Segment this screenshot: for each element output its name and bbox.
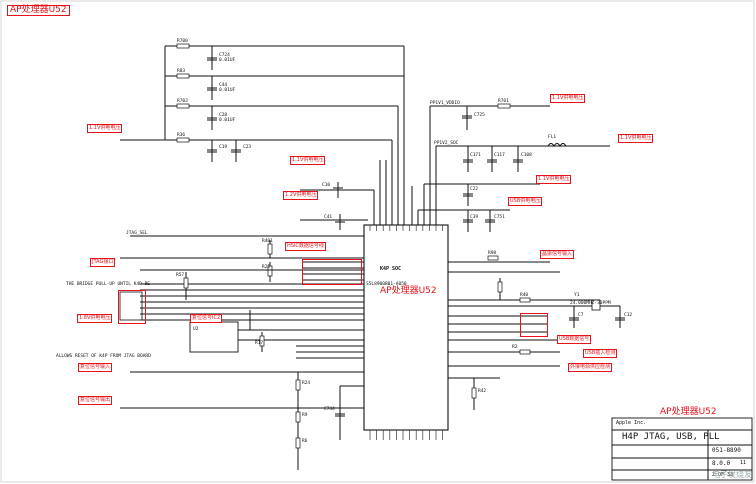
r42-ref: R42 xyxy=(478,388,486,394)
r83-ref: R83 xyxy=(177,68,185,74)
clk-net: 24.000MHZ-30PPM xyxy=(570,300,611,306)
c28-ref: C28 xyxy=(219,112,227,118)
annotation-reset-ic: 复位信号IC2 xyxy=(190,314,223,323)
jtag-highlight xyxy=(118,290,146,324)
r9-ref: R9 xyxy=(302,412,308,418)
c117-ref: C117 xyxy=(494,152,505,158)
r24-ref: R24 xyxy=(302,380,310,386)
pullup-note: THE BRIDGE PULL-UP UNTIL K4P BE xyxy=(66,281,150,287)
title-num: 11 xyxy=(740,460,747,466)
c108-ref: C108 xyxy=(521,152,532,158)
c23-ref: C23 xyxy=(243,144,251,150)
c724-val: 0.01UF xyxy=(219,57,236,63)
r701-ref: R701 xyxy=(498,98,509,104)
chip-part-number: S5L8900B01-A050 xyxy=(366,281,407,287)
chip-label: AP处理器U52 xyxy=(380,286,437,296)
r703-ref: R703 xyxy=(177,98,188,104)
r17-ref: R17 xyxy=(255,340,263,346)
usb-highlight xyxy=(520,313,548,337)
r6-ref: R6 xyxy=(302,438,308,444)
y1-ref: Y1 xyxy=(574,292,580,298)
c22-ref: C22 xyxy=(470,186,478,192)
annotation-1v1-top: 1.1V供电电压 xyxy=(550,94,586,103)
c44-ref: C44 xyxy=(219,82,227,88)
annotation-usb-power: USB供电电压 xyxy=(508,197,543,206)
c751-ref: C751 xyxy=(494,214,505,220)
c7-ref: C7 xyxy=(578,312,584,318)
r57-ref: R57 xyxy=(176,272,184,278)
title-doc-no: 051-8890 xyxy=(712,447,741,454)
header-label: AP处理器U52 xyxy=(7,5,70,16)
annotation-1v8: 1.8V供电电压 xyxy=(77,314,113,323)
watermark: 电子发烧友 xyxy=(712,470,752,479)
c41-ref: C41 xyxy=(324,214,332,220)
c19-ref: C19 xyxy=(219,144,227,150)
right-signal-wiring: R98 R40 Y1 24.000MHZ-30PPM C7 C12 R2 R42 xyxy=(448,250,632,410)
annotation-reset-in: 复位信号输入 xyxy=(78,363,113,372)
annotation-1v1-left: 1.1V供电电压 xyxy=(87,124,123,133)
annotation-reset-out: 复位信号输出 xyxy=(78,396,113,405)
pwr1-net: PP1V1_VDDIO xyxy=(430,100,460,106)
r2-ref: R2 xyxy=(512,344,518,350)
c44-val: 0.01UF xyxy=(219,87,236,93)
chip-mid-text: K4P SOC xyxy=(380,266,401,272)
c724-ref: C724 xyxy=(219,52,230,58)
chip-u52: K4P SOC S5L8900B01-A050 U1 OF 12 xyxy=(363,224,449,440)
c28-val: 0.01UF xyxy=(219,117,236,123)
r98-ref: R98 xyxy=(488,250,496,256)
title-main: H4P JTAG, USB, PLL xyxy=(622,432,720,442)
r700-ref: R700 xyxy=(177,38,188,44)
jtag-sel-net: JTAG_SEL xyxy=(126,230,148,236)
r36-ref: R36 xyxy=(177,132,185,138)
r401-ref: R401 xyxy=(262,238,273,244)
c12-ref: C12 xyxy=(624,312,632,318)
title-company: Apple Inc. xyxy=(616,420,647,426)
r40-ref: R40 xyxy=(520,292,528,298)
annotation-1v1-right: 1.1V供电电压 xyxy=(618,134,654,143)
pwr2-net: PP1V2_SOC xyxy=(434,140,459,146)
c171-ref: C171 xyxy=(470,152,481,158)
power-rail-group-right: R701 C725 FL1 C171 C117 C108 C22 C39 C75… xyxy=(411,98,610,232)
r25-ref: R25 xyxy=(262,264,270,270)
c744-ref: C744 xyxy=(324,406,335,412)
reset-note: ALLOWS RESET OF K4P FROM JTAG BOARD xyxy=(56,353,151,359)
annotation-clk-in: 晶振信号输入 xyxy=(540,250,575,259)
hsic-highlight xyxy=(302,259,362,285)
power-rail-group-left: R700 R83 R703 R36 C724 0.01UF C44 0.01UF… xyxy=(120,38,405,225)
u2-ref: U2 xyxy=(193,326,199,332)
c725-ref: C725 xyxy=(474,112,485,118)
annotation-1v1-mid: 1.1V供电电压 xyxy=(536,175,572,184)
annotation-jtag: JTAG接口 xyxy=(90,258,116,267)
c39-ref: C39 xyxy=(470,214,478,220)
annotation-hsic: HSIC数据信号线 xyxy=(285,242,326,251)
c10-ref: C10 xyxy=(322,182,330,188)
annotation-usb-detect: USB插入检测 xyxy=(583,349,618,358)
annotation-1v2-center: 1.2V供电电压 xyxy=(283,191,319,200)
title-block xyxy=(611,417,753,481)
fl1-ref: FL1 xyxy=(548,134,556,140)
footer-label: AP处理器U52 xyxy=(660,407,717,417)
annotation-1v1-center: 1.1V供电电压 xyxy=(290,156,326,165)
title-sheet: 2 OF 33 xyxy=(712,472,734,478)
annotation-usb-data: USB数据信号 xyxy=(557,335,592,344)
annotation-vbus-detect: 外接电源供应检测 xyxy=(568,363,613,372)
title-rev: 8.0.0 xyxy=(712,460,731,467)
decoupling-caps-center: C10 C41 xyxy=(300,182,374,230)
